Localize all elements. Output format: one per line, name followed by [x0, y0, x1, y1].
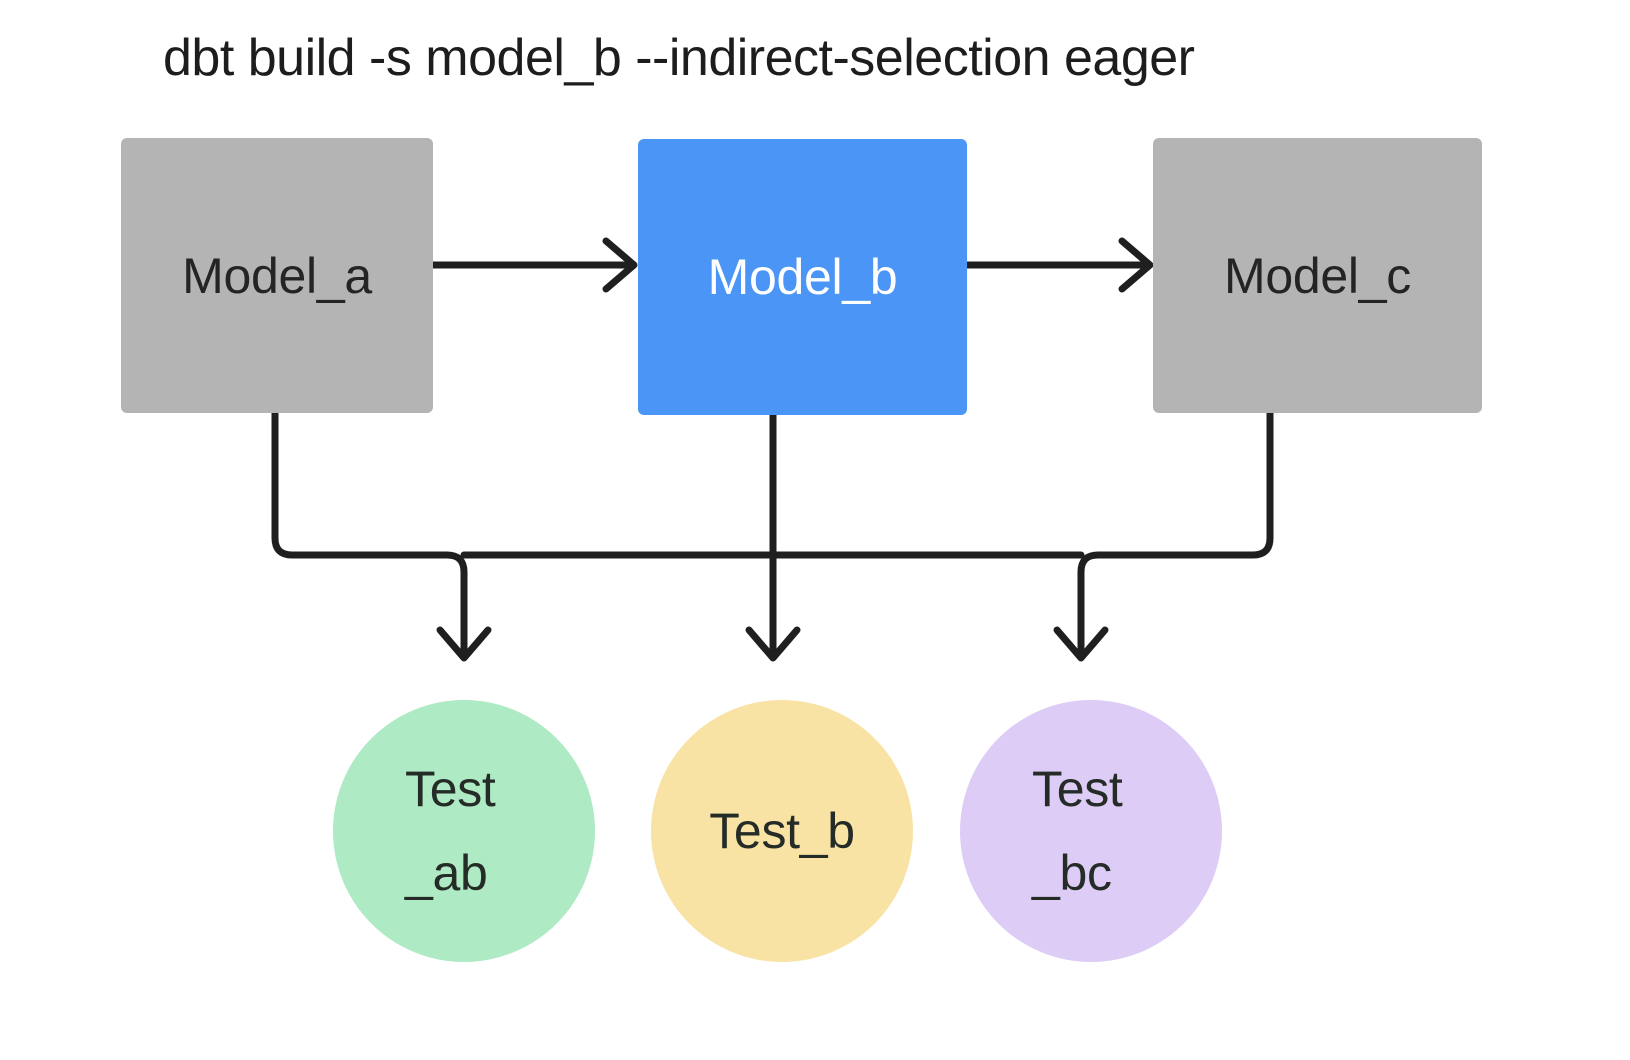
node-test-b-text: Test_b [709, 789, 855, 873]
node-test-ab-label-line2: _ab [405, 845, 488, 901]
edge-model-b-to-model-c [963, 237, 1154, 293]
edge-model-c-to-test-bc [1053, 409, 1274, 662]
node-test-ab-label-line1: Test [405, 761, 496, 817]
node-test-bc-label-line1: Test [1032, 761, 1123, 817]
node-model-c[interactable]: Model_c [1153, 138, 1482, 413]
node-test-b-label: Test_b [709, 803, 855, 859]
node-model-c-label: Model_c [1224, 247, 1411, 304]
edge-model-a-to-model-b [429, 237, 638, 293]
node-test-bc-label-line2: _bc [1032, 845, 1112, 901]
node-model-b[interactable]: Model_b [638, 139, 967, 415]
node-test-b[interactable]: Test_b [651, 700, 913, 962]
node-model-a-label: Model_a [182, 247, 372, 304]
node-test-bc[interactable]: Test _bc [960, 700, 1222, 962]
page-title: dbt build -s model_b --indirect-selectio… [163, 29, 1195, 87]
node-test-bc-text: Test _bc [1032, 747, 1123, 915]
node-model-a[interactable]: Model_a [121, 138, 433, 413]
node-test-ab[interactable]: Test _ab [333, 700, 595, 962]
node-model-b-label: Model_b [707, 249, 898, 305]
node-test-ab-text: Test _ab [405, 747, 496, 915]
edge-model-a-to-test-ab [271, 409, 492, 662]
edge-model-b-to-test-b [745, 411, 801, 662]
